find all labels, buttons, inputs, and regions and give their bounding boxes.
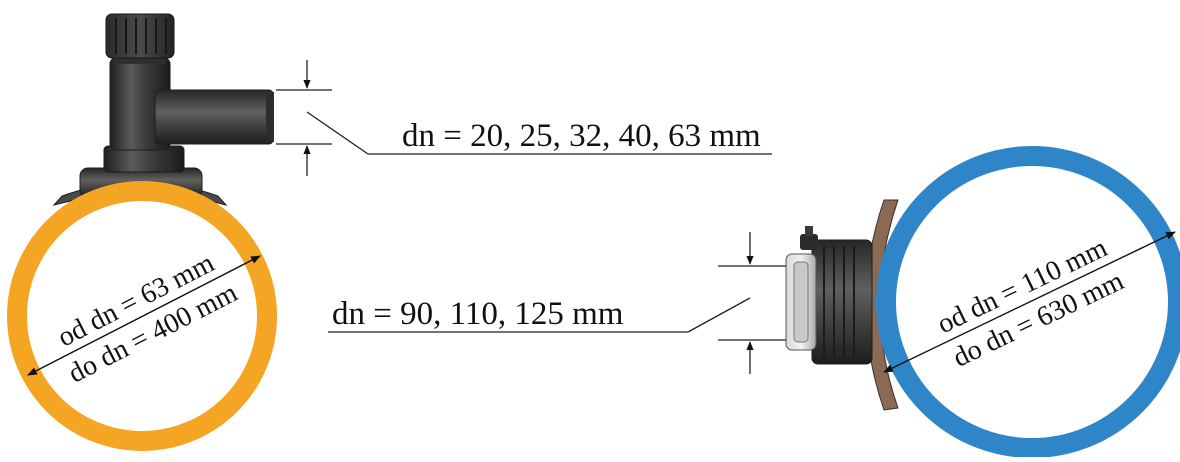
left-outlet-end bbox=[266, 92, 274, 142]
right-spigot-inner bbox=[793, 261, 809, 343]
right-branch-saddle bbox=[785, 146, 1180, 458]
right-outlet-dimension-label: dn = 90, 110, 125 mm bbox=[332, 296, 624, 332]
right-outlet-dimension bbox=[328, 232, 786, 374]
left-pipe-ring bbox=[7, 181, 277, 451]
right-pipe-ring bbox=[876, 146, 1180, 458]
right-ring-diameter: od dn = 110 mm do dn = 630 mm bbox=[883, 231, 1176, 374]
left-outlet-dimension bbox=[276, 60, 772, 176]
left-outlet-dimension-label: dn = 20, 25, 32, 40, 63 mm bbox=[402, 118, 761, 154]
left-saddle-tee bbox=[7, 13, 277, 451]
left-cap-ribs bbox=[115, 18, 167, 54]
left-ring-diameter: od dn = 63 mm do dn = 400 mm bbox=[27, 247, 261, 389]
left-outlet-spigot bbox=[154, 89, 274, 145]
right-top-pin bbox=[805, 226, 813, 236]
right-body-ribs bbox=[823, 246, 855, 358]
right-body bbox=[811, 239, 873, 365]
right-top-nub bbox=[800, 234, 818, 250]
